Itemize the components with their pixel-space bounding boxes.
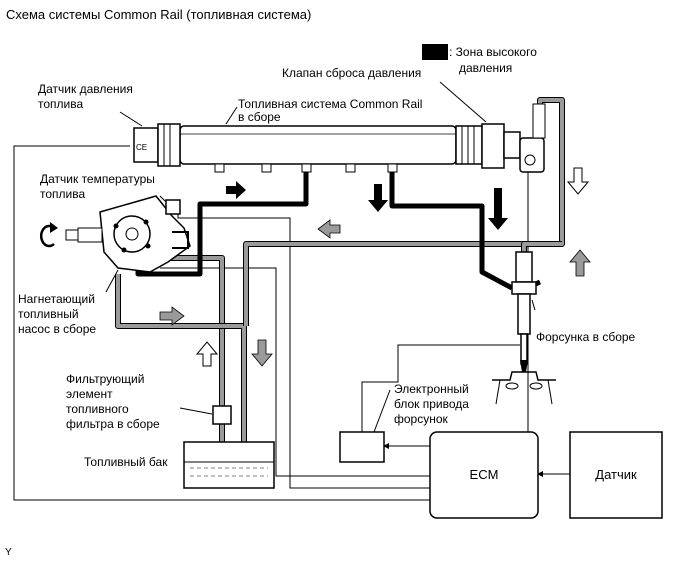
cylinder-head — [492, 371, 556, 381]
rail-outlet-5 — [387, 163, 398, 173]
svg-text:CE: CE — [136, 143, 147, 152]
rail-outlet-1 — [214, 163, 225, 173]
lp-arrow-up-icon — [569, 249, 591, 277]
rotation-arrow-icon — [40, 224, 55, 248]
label-edu-2: блок привода — [394, 397, 469, 411]
lp-arrow-right-icon — [159, 306, 185, 326]
fuel-tank — [183, 441, 275, 489]
corner-mark: Y — [5, 547, 12, 558]
label-filter-1: Фильтрующий — [66, 372, 145, 386]
wire-pump-valve — [160, 267, 430, 477]
leader-edu — [373, 389, 391, 433]
label-pressure-sensor-2: топлива — [38, 97, 84, 111]
label-filter-2: элемент — [66, 387, 113, 401]
edu-box — [339, 431, 385, 463]
leader-pressure-sensor — [119, 111, 143, 127]
label-pump-1: Нагнетающий — [18, 292, 95, 306]
label-injector: Форсунка в сборе — [536, 330, 636, 344]
wire-pressure-sensor — [13, 145, 430, 501]
leader-injector — [531, 299, 536, 311]
label-temp-sensor-1: Датчик температуры — [40, 172, 155, 186]
label-edu-1: Электронный — [394, 382, 469, 396]
fuel-filter — [212, 405, 232, 425]
leader-rail — [225, 106, 238, 125]
label-pump-2: топливный — [18, 307, 79, 321]
leader-relief-valve — [439, 81, 487, 123]
sensor-box — [569, 431, 663, 519]
injector-assembly — [492, 251, 556, 405]
leader-filter — [179, 407, 213, 415]
legend-text-2: давления — [459, 61, 513, 75]
label-tank: Топливный бак — [84, 455, 168, 469]
rail-outlet-3 — [301, 163, 312, 173]
rail-outlet-4 — [345, 163, 356, 173]
common-rail: CE — [133, 103, 546, 173]
label-ecm: ECM — [469, 467, 499, 482]
hp-line-pump-to-rail — [135, 170, 309, 277]
wire-edu-injector — [361, 344, 520, 432]
diagram-title: Схема системы Common Rail (топливная сис… — [6, 7, 312, 22]
hp-arrow-down-right-icon — [488, 188, 508, 230]
lp-arrow-left-icon — [317, 219, 341, 239]
rail-body — [179, 125, 457, 165]
label-edu-3: форсунок — [394, 412, 448, 426]
temperature-sensor — [165, 199, 181, 215]
label-rail-2: в сборе — [238, 110, 281, 124]
label-filter-3: топливного — [66, 402, 129, 416]
label-filter-4: фильтра в сборе — [66, 417, 160, 431]
rail-outlet-2 — [261, 163, 272, 173]
hp-line-rail-to-injector — [389, 170, 514, 291]
supply-pump — [40, 195, 191, 273]
flow-arrows — [159, 167, 591, 367]
label-temp-sensor-2: топлива — [40, 187, 86, 201]
lp-arrow-down-icon — [251, 339, 273, 367]
legend-text-1: : Зона высокого — [449, 45, 537, 59]
hp-arrow-right-icon — [226, 181, 246, 199]
label-relief-valve: Клапан сброса давления — [282, 66, 422, 80]
label-rail-1: Топливная система Common Rail — [238, 97, 423, 111]
legend-high-pressure-swatch — [422, 44, 448, 60]
up-arrow-outline-icon — [195, 341, 219, 367]
ecm-box — [429, 431, 539, 519]
label-sensor: Датчик — [595, 467, 637, 482]
label-pressure-sensor-1: Датчик давления — [38, 82, 133, 96]
down-arrow-outline-icon — [566, 167, 590, 195]
leader-pump — [105, 269, 119, 293]
pressure-relief-valve — [455, 125, 483, 165]
label-pump-3: насос в сборе — [18, 322, 97, 336]
hp-arrow-down-icon — [368, 184, 388, 212]
